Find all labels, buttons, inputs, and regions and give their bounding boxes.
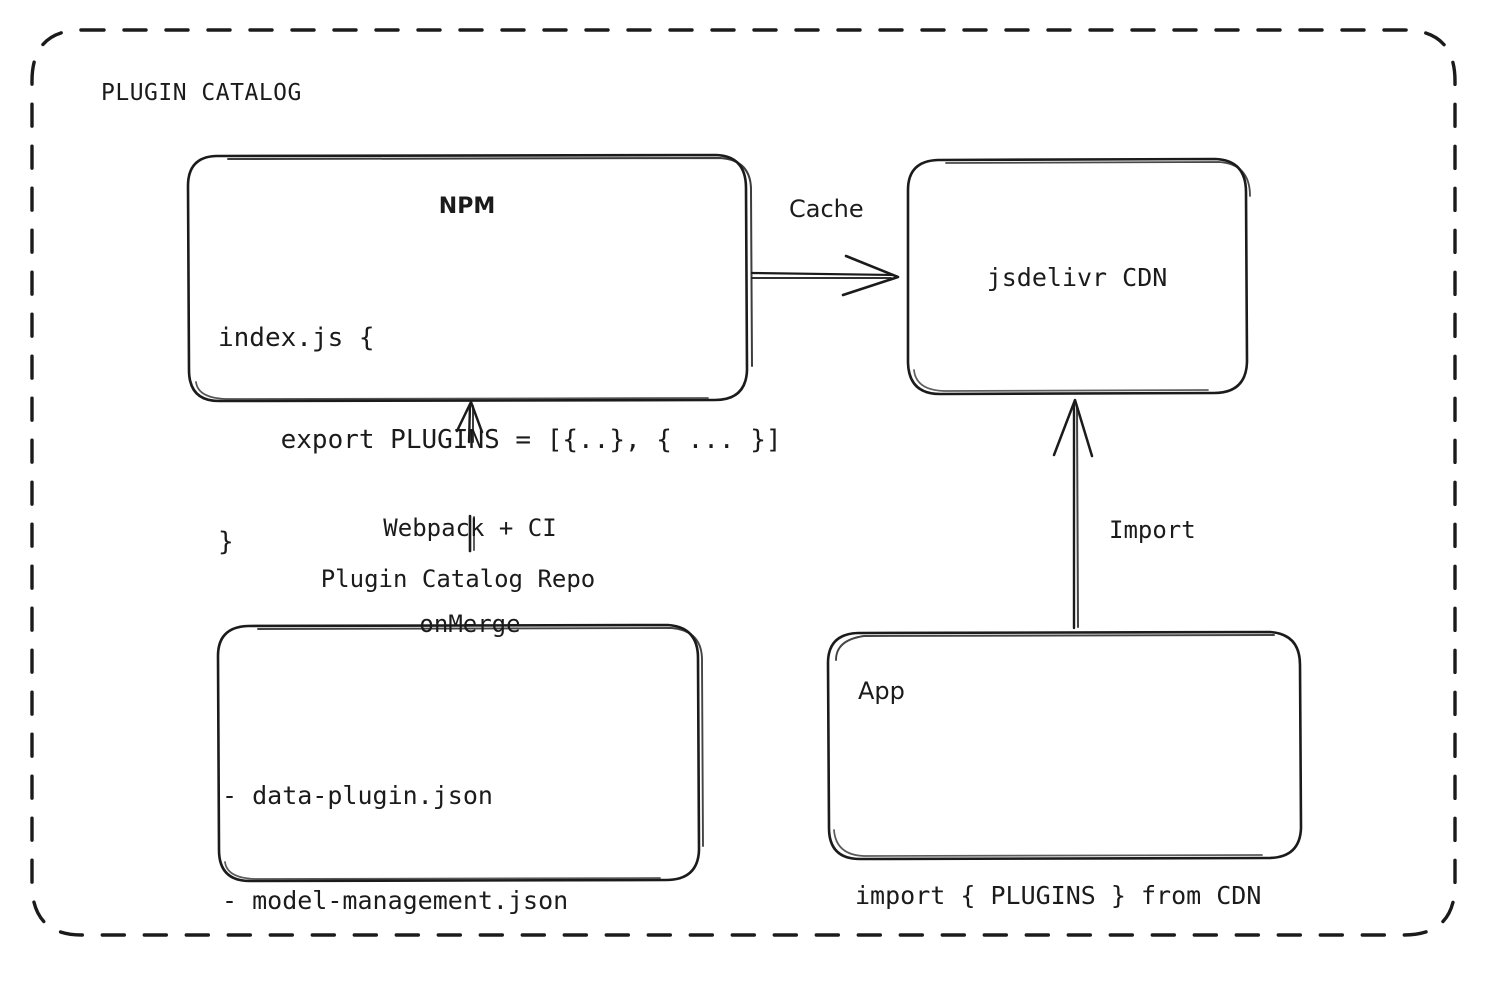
app-node-shape — [826, 630, 1303, 861]
repo-file-item: - data-plugin.json — [222, 781, 493, 810]
repo-node-shape — [216, 623, 704, 883]
webpack-edge-label-line1: Webpack + CI — [383, 514, 557, 542]
npm-code-line: } — [218, 527, 234, 557]
cdn-node-title: jsdelivr CDN — [986, 263, 1168, 292]
repo-node-caption: Plugin Catalog Repo — [320, 565, 596, 593]
app-code-block: import { PLUGINS } from CDN PLUGINS.forE… — [855, 736, 1261, 1002]
repo-file-item: ... — [222, 988, 568, 1002]
container-title: PLUGIN CATALOG — [101, 80, 302, 106]
webpack-edge-arrow — [455, 400, 484, 553]
webpack-edge-label-line2: onMerge — [419, 610, 521, 638]
cdn-node-shape — [906, 157, 1251, 396]
app-code-line: import { PLUGINS } from CDN — [855, 881, 1262, 910]
npm-code-block: index.js { export PLUGINS = [{..}, { ...… — [218, 253, 782, 627]
cache-edge-arrow — [750, 254, 900, 297]
cache-edge-label: Cache — [789, 195, 864, 223]
import-edge-label: Import — [1109, 516, 1196, 544]
npm-node-shape — [186, 153, 753, 403]
npm-code-line: index.js { — [218, 323, 375, 353]
repo-file-list: - data-plugin.json - model-management.js… — [222, 708, 568, 1002]
container-dashed-border — [30, 28, 1457, 937]
npm-node-title: NPM — [438, 194, 496, 219]
import-edge-arrow — [1052, 398, 1094, 630]
app-node-title: App — [858, 677, 905, 705]
repo-file-item: - model-management.json — [222, 886, 569, 915]
webpack-edge-label: Webpack + CI onMerge — [330, 448, 610, 704]
npm-code-line: export PLUGINS = [{..}, { ... }] — [218, 425, 782, 455]
